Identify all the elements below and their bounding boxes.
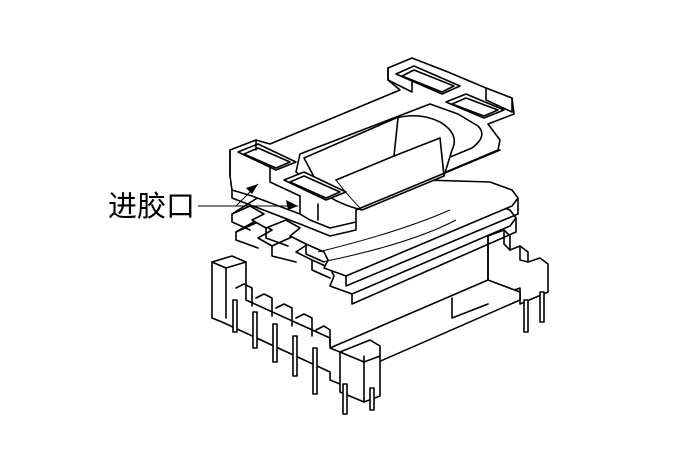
top-frame: [229, 57, 515, 237]
arrow-head-icon: [246, 184, 258, 194]
bobbin-base: [211, 229, 549, 403]
arrow-head-icon: [286, 200, 298, 210]
bobbin-pins: [232, 291, 545, 415]
callout-label: 进胶口: [108, 189, 195, 223]
callout-gate: 进胶口: [108, 183, 298, 223]
